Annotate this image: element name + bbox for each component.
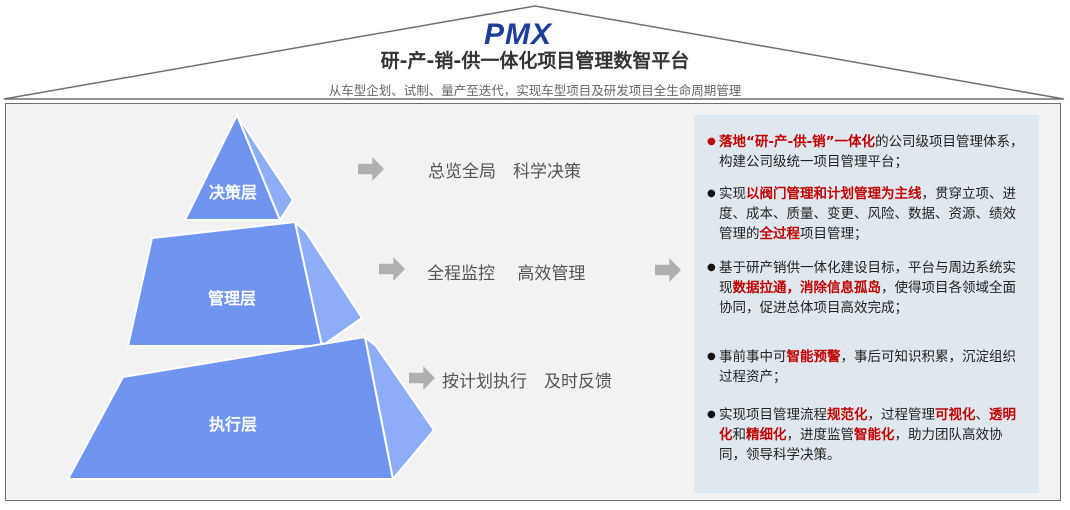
bullet-text-highlight: 数据拉通，消除信息孤岛 xyxy=(732,280,882,296)
layer-label-decision: 决策层 xyxy=(208,183,257,202)
bullet-dot-icon: ● xyxy=(707,351,716,362)
bullet-text: ，过程管理 xyxy=(867,407,936,423)
bullet-text-highlight: 全过程 xyxy=(759,226,801,242)
roof-outline xyxy=(3,5,1065,100)
bullet-item: ● 事前事中可智能预警，事后可知识积累，沉淀组织过程资产； xyxy=(707,347,1024,387)
bullet-item: ● 实现项目管理流程规范化，过程管理可视化、透明化和精细化，进度监管智能化，助力… xyxy=(707,405,1024,465)
bullet-text: ，助力团队高效协同，领导科学决策。 xyxy=(719,427,1003,463)
bullet-text: 和 xyxy=(732,427,747,443)
bullet-text-highlight: 可视化 xyxy=(935,407,976,423)
bullet-dot-icon: ● xyxy=(707,409,716,420)
bullet-text: 实现项目管理流程 xyxy=(719,407,827,423)
bullet-text: 基于研产销供一体化建设目标，平台与周边系统实现 xyxy=(719,260,1016,296)
bullet-item: ● 实现以阀门管理和计划管理为主线，贯穿立项、进度、成本、质量、变更、风险、数据… xyxy=(707,184,1024,244)
pyramid-bottom-front xyxy=(66,335,395,480)
bullet-text: ，进度监管 xyxy=(786,427,855,443)
bullet-text-highlight: 智能预警 xyxy=(786,349,841,365)
pyramid-bottom-side xyxy=(363,334,436,482)
bullet-text: 项目管理； xyxy=(800,226,868,242)
bullet-text: ，使得项目各领域全面协同，促进总体项目高效完成； xyxy=(719,280,1016,316)
slogan-execution: 按计划执行 及时反馈 xyxy=(442,372,612,392)
page-title: 研-产-销-供一体化项目管理数智平台 xyxy=(380,50,690,72)
slogan-management: 全程监控 高效管理 xyxy=(427,264,586,284)
slogan-decision: 总览全局 科学决策 xyxy=(428,162,581,182)
page-subtitle: 从车型企划、试制、量产至迭代，实现车型项目及研发项目全生命周期管理 xyxy=(328,83,742,98)
benefits-panel: ● 落地“研-产-供-销”一体化的公司级项目管理体系，构建公司级统一项目管理平台… xyxy=(694,115,1039,493)
bullet-text: 实现 xyxy=(719,186,746,202)
layer-label-execution: 执行层 xyxy=(208,415,257,434)
pmx-logo: PMX xyxy=(484,18,553,51)
bullet-dot-icon: ● xyxy=(707,188,716,199)
bullet-text-highlight: 智能化 xyxy=(854,427,895,443)
bullet-text-highlight: 精细化 xyxy=(746,427,787,443)
bullet-text-highlight: 透明化 xyxy=(719,407,1016,443)
bullet-dot-icon: ● xyxy=(707,262,716,273)
bullet-text: ，贯穿立项、进度、成本、质量、变更、风险、数据、资源、绩效管理的 xyxy=(719,186,1016,242)
bullet-item: ● 落地“研-产-供-销”一体化的公司级项目管理体系，构建公司级统一项目管理平台… xyxy=(707,132,1024,172)
bullet-item: ● 基于研产销供一体化建设目标，平台与周边系统实现数据拉通，消除信息孤岛，使得项… xyxy=(707,258,1024,318)
bullet-text-highlight: 规范化 xyxy=(827,407,868,423)
bullet-text-highlight: 以阀门管理和计划管理为主线 xyxy=(746,186,922,202)
pyramid-middle-side xyxy=(293,219,364,348)
pyramid-middle-front xyxy=(126,220,324,347)
bullet-text: 事前事中可 xyxy=(719,349,787,365)
pyramid-top-side xyxy=(236,114,295,223)
bullet-text-highlight: 落地“研-产-供-销”一体化 xyxy=(719,134,876,150)
bullet-text: 、 xyxy=(975,407,990,423)
bullet-dot-icon: ● xyxy=(707,136,716,147)
bullet-text: 的公司级项目管理体系，构建公司级统一项目管理平台； xyxy=(719,134,1024,170)
bullet-text: ，事后可知识积累，沉淀组织过程资产； xyxy=(719,349,1016,385)
layer-label-management: 管理层 xyxy=(207,289,256,308)
